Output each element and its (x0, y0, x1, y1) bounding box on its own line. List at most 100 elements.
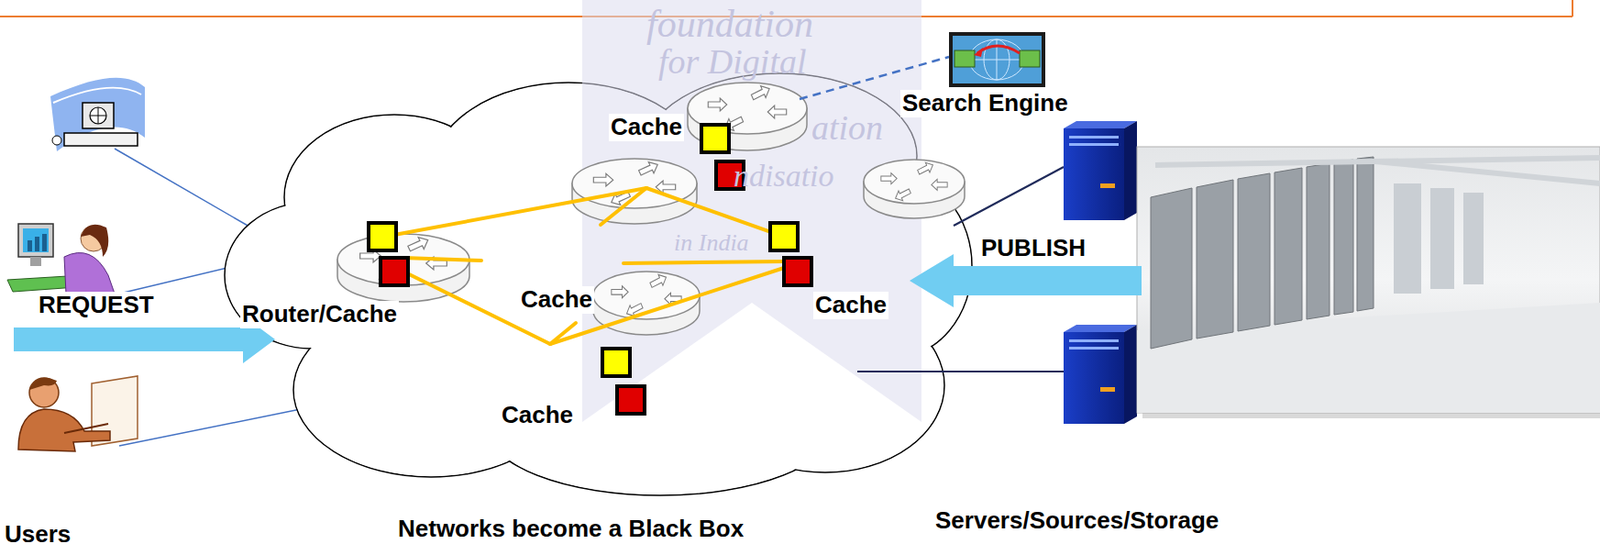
cache-squares-part (368, 222, 397, 251)
user-woman-icon-part (64, 253, 115, 295)
user-woman-icon-part (30, 256, 42, 266)
router-symbol-part (593, 158, 675, 208)
computer-icon-part (50, 77, 145, 152)
user-man-icon-part (18, 408, 111, 452)
router-symbol-part-part (611, 286, 629, 298)
cache-squares-part (701, 124, 729, 153)
router-symbol-part-part (767, 105, 786, 119)
cache-links-part (403, 257, 482, 261)
router-symbol (863, 159, 965, 219)
server-links-part (857, 370, 1064, 373)
search-engine-icon-part (973, 47, 983, 57)
cache-squares-part (770, 222, 798, 251)
frame-edge-part (1571, 0, 1574, 17)
search-engine-icon-part (952, 35, 1042, 84)
users-label: Users (2, 520, 73, 549)
datacenter-photo-part-part (1357, 156, 1374, 311)
computer-icon-part (89, 107, 107, 124)
search-engine-icon-part (948, 32, 1046, 88)
server-icon-part (1063, 121, 1137, 129)
computer-icon-part (98, 107, 100, 124)
user-woman-icon-part (34, 236, 40, 252)
user-woman-icon-part (42, 233, 47, 252)
router-symbol (337, 233, 470, 302)
router-symbol-part-part (707, 98, 727, 111)
router-symbol-part-part (406, 233, 431, 254)
datacenter-photo-part-part (1196, 179, 1234, 339)
user-links-part (111, 264, 243, 296)
server-icon-part (1069, 143, 1119, 146)
server-icon-part (1069, 346, 1119, 350)
server-icon-part (1100, 386, 1115, 392)
request-label: REQUEST (36, 291, 156, 320)
datacenter-photo-part-part (1463, 192, 1484, 285)
search-engine-icon (948, 32, 1046, 88)
router-symbol-part-part (637, 158, 661, 178)
search-engine-icon-part (977, 45, 1020, 54)
cache-links-part (550, 322, 576, 344)
server-icon-part (1069, 135, 1119, 139)
datacenter-photo-part-part (1393, 183, 1422, 294)
user-woman-icon-part (18, 223, 54, 257)
cache-links (394, 187, 784, 344)
cache-label: Cache (608, 113, 685, 142)
user-man-icon-part (64, 423, 109, 433)
cache-squares-part (380, 257, 409, 286)
user-man-icon (18, 375, 138, 452)
user-woman-icon-part (80, 224, 109, 257)
user-man-icon-part (29, 377, 59, 408)
datacenter-photo-part-part (1430, 187, 1455, 289)
router-symbol-part-part (931, 178, 948, 190)
publish-label: PUBLISH (979, 234, 1088, 263)
server-links-part (953, 166, 1064, 226)
cache-label: Cache (499, 401, 575, 430)
router-symbol-part-part (893, 186, 912, 204)
computer-icon-part (52, 135, 62, 145)
cache-label: Cache (518, 286, 595, 314)
cache-squares-part (602, 348, 630, 376)
datacenter-photo-part (1155, 157, 1600, 184)
router-symbol-part-part (593, 173, 613, 187)
router-symbol-part-part (649, 271, 669, 290)
cache-links-part (623, 261, 784, 264)
server-icon-part (1063, 331, 1125, 424)
datacenter-photo-part-part (1274, 167, 1303, 325)
cache-squares-part (617, 386, 645, 414)
search-engine-icon-part (1019, 50, 1040, 67)
datacenter-photo-part-part (1150, 187, 1192, 349)
router-symbol-part-part (915, 159, 935, 177)
watermark-text: for Digital (658, 42, 807, 83)
datacenter-photo-part-part (1334, 159, 1354, 315)
server-icon (1063, 324, 1137, 424)
datacenter-photo-part (1393, 183, 1484, 294)
router-symbol-part-part (881, 173, 897, 185)
watermark-text: in India (673, 229, 750, 257)
watermark-text: ation (811, 108, 883, 149)
watermark-text: foundation (646, 1, 814, 46)
cache-links-part (600, 187, 647, 225)
user-woman-icon-part (27, 240, 33, 252)
server-icon-part (1063, 128, 1125, 221)
cache-label: Cache (813, 291, 889, 320)
user-woman-icon-part (22, 228, 49, 253)
datacenter-photo-part-part (1306, 163, 1330, 320)
computer-icon (50, 77, 145, 152)
computer-icon-part (82, 102, 114, 129)
user-woman-icon (7, 223, 118, 301)
search-engine-label: Search Engine (900, 89, 1071, 118)
routers (337, 82, 965, 335)
server-icon-part (1069, 339, 1119, 343)
router-symbol-part (863, 159, 965, 204)
datacenter-photo-part (1136, 146, 1600, 413)
datacenter-photo-part-part (1375, 161, 1600, 184)
servers-label: Servers/Sources/Storage (933, 507, 1221, 535)
router-cache-label: Router/Cache (240, 300, 399, 329)
router-symbol-part-part (750, 82, 773, 103)
router-symbol-part (881, 159, 948, 203)
request-arrow (13, 315, 276, 364)
search-engine-icon-part-part (969, 39, 1025, 80)
cache-links-part (394, 187, 647, 235)
datacenter-photo (1136, 146, 1600, 419)
